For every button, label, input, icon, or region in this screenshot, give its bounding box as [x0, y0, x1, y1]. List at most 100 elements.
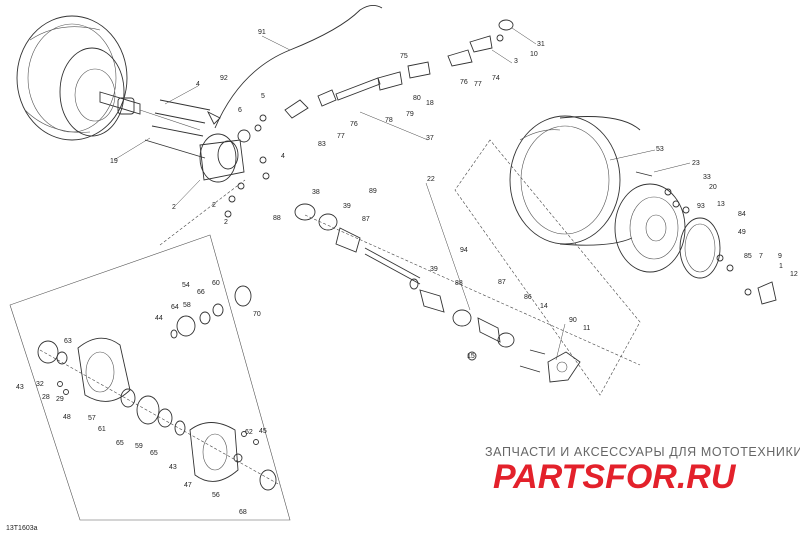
callout: 43: [169, 464, 177, 471]
callout: 63: [64, 338, 72, 345]
callout: 60: [212, 280, 220, 287]
hardware-right: [635, 171, 777, 305]
callout: 29: [56, 396, 64, 403]
callout: 77: [474, 81, 482, 88]
callout: 3: [514, 58, 518, 65]
callout: 76: [460, 79, 468, 86]
callout: 85: [744, 253, 752, 260]
callout: 19: [110, 158, 118, 165]
callout: 18: [426, 100, 434, 107]
callout: 31: [537, 41, 545, 48]
callout: 49: [738, 229, 746, 236]
callout: 1: [779, 263, 783, 270]
watermark-caption: ЗАПЧАСТИ И АКСЕССУАРЫ ДЛЯ МОТОТЕХНИКИ: [485, 445, 800, 459]
cv-axle: [294, 203, 515, 361]
diagram-code: 13T1603a: [6, 525, 38, 532]
callout: 53: [656, 146, 664, 153]
callout: 37: [426, 135, 434, 142]
callout: 66: [197, 289, 205, 296]
callout: 78: [385, 117, 393, 124]
callout: 2: [212, 202, 216, 209]
callout: 43: [16, 384, 24, 391]
callout: 68: [239, 509, 247, 516]
callout: 76: [350, 121, 358, 128]
callout: 39: [343, 203, 351, 210]
callout: 93: [697, 203, 705, 210]
callout: 59: [135, 443, 143, 450]
shaft-axis: [304, 214, 641, 366]
callout: 87: [498, 279, 506, 286]
callout: 15: [467, 353, 475, 360]
callout: 47: [184, 482, 192, 489]
callout: 44: [155, 315, 163, 322]
callout: 14: [540, 303, 548, 310]
callout: 70: [253, 311, 261, 318]
callout: 94: [460, 247, 468, 254]
callout: 61: [98, 426, 106, 433]
wheel-studs: [144, 99, 211, 159]
callout: 57: [88, 415, 96, 422]
callout: 12: [790, 271, 798, 278]
callout: 45: [259, 428, 267, 435]
right-rim: [614, 183, 721, 279]
watermark-logo: PARTSFOR.RU: [493, 458, 737, 496]
callout: 79: [406, 111, 414, 118]
callout: 4: [196, 81, 200, 88]
callout: 4: [281, 153, 285, 160]
callout: 80: [413, 95, 421, 102]
callout: 56: [212, 492, 220, 499]
group-outline-wheel: [454, 139, 641, 396]
callout: 6: [238, 107, 242, 114]
callout: 88: [455, 280, 463, 287]
leader-lines: [113, 27, 691, 361]
callout: 62: [245, 429, 253, 436]
hub-knuckle: [199, 129, 251, 183]
callout: 77: [337, 133, 345, 140]
right-tire: [509, 115, 641, 246]
callout: 87: [362, 216, 370, 223]
callout: 9: [778, 253, 782, 260]
callout: 11: [583, 325, 590, 332]
callout: 2: [224, 219, 228, 226]
callout: 83: [318, 141, 326, 148]
diff-axis: [39, 349, 281, 486]
callout: 75: [400, 53, 408, 60]
group-outline-differential: [9, 234, 291, 521]
callout: 39: [430, 266, 438, 273]
callout: 2: [172, 204, 176, 211]
callout-labels: 91 31 10 3 75 76 77 74 80 18 76 77 78 79…: [16, 29, 798, 516]
left-tire: [16, 15, 128, 141]
callout: 23: [692, 160, 700, 167]
callout: 90: [569, 317, 577, 324]
callout: 74: [492, 75, 500, 82]
left-axle: [99, 91, 201, 131]
callout: 89: [369, 188, 377, 195]
callout: 32: [36, 381, 44, 388]
callout: 38: [312, 189, 320, 196]
hub-axis: [159, 179, 246, 246]
callout: 86: [524, 294, 532, 301]
callout: 91: [258, 29, 266, 36]
callout: 20: [709, 184, 717, 191]
callout: 54: [182, 282, 190, 289]
callout: 22: [427, 176, 435, 183]
callout: 10: [530, 51, 538, 58]
differential: [37, 285, 277, 491]
callout: 7: [759, 253, 763, 260]
hardware-left: [206, 110, 270, 218]
callout: 13: [717, 201, 725, 208]
callout: 88: [273, 215, 281, 222]
flange: [519, 349, 581, 383]
callout: 28: [42, 394, 50, 401]
callout: 64: [171, 304, 179, 311]
callout: 58: [183, 302, 191, 309]
callout: 48: [63, 414, 71, 421]
drive-shaft: [284, 19, 514, 119]
callout: 65: [116, 440, 124, 447]
callout: 84: [738, 211, 746, 218]
callout: 65: [150, 450, 158, 457]
callout: 5: [261, 93, 265, 100]
callout: 33: [703, 174, 711, 181]
callout: 92: [220, 75, 228, 82]
